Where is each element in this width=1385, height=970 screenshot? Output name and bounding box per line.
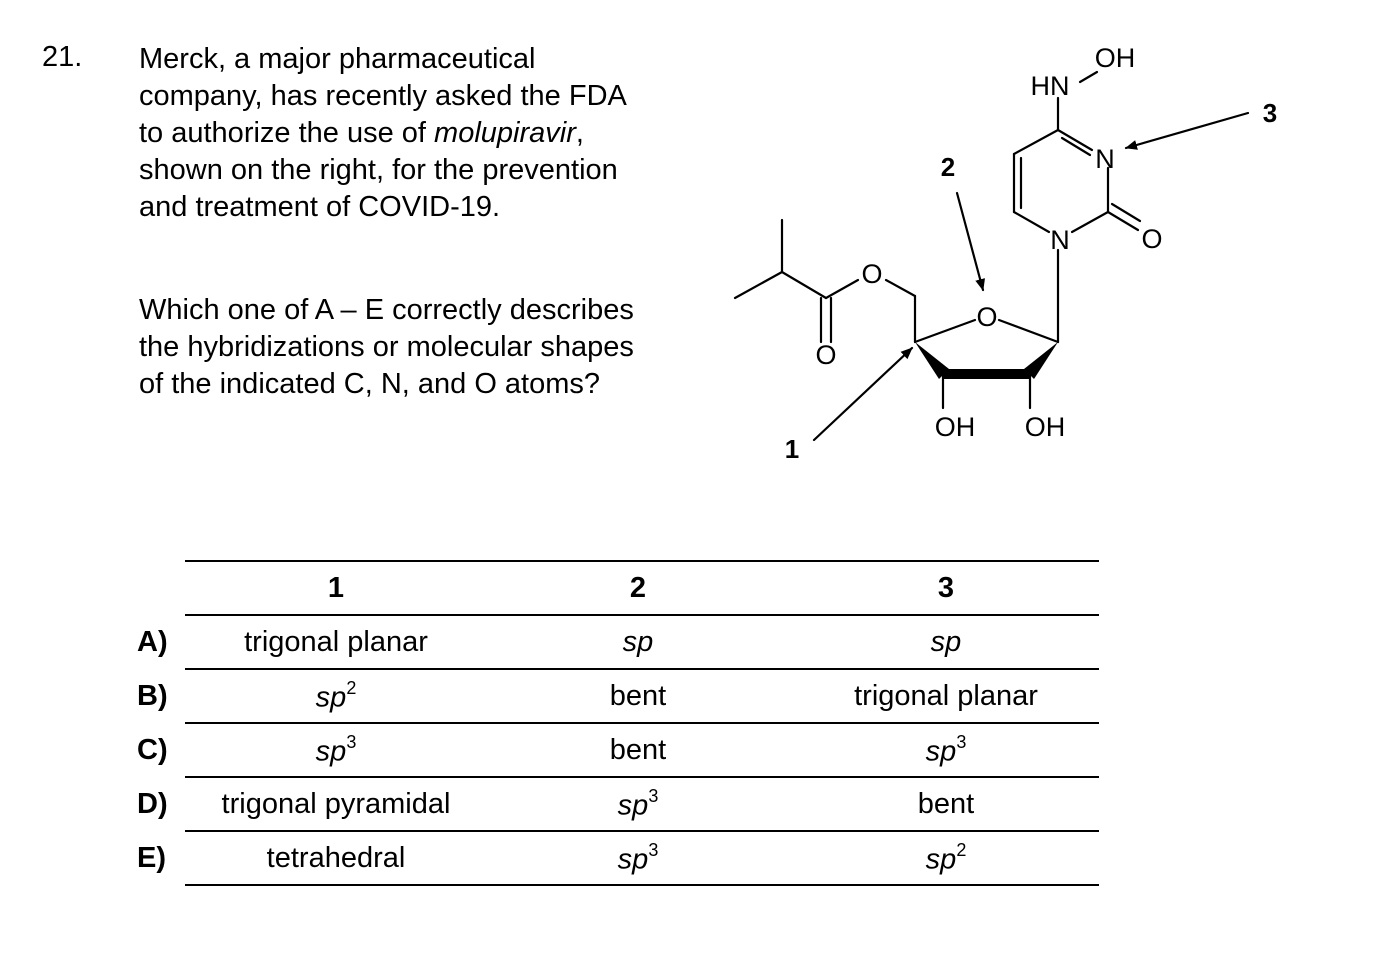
- question-intro: Merck, a major pharmaceutical company, h…: [139, 41, 719, 226]
- table-rule: [185, 884, 1099, 886]
- table-rule: [185, 668, 1099, 670]
- question-number: 21.: [42, 41, 83, 73]
- choice-c-atom-1-sup: 3: [346, 732, 357, 752]
- bonds: [733, 70, 1250, 442]
- atom-oh-top: OH: [1095, 43, 1136, 73]
- intro-line: Merck, a major pharmaceutical: [139, 43, 536, 75]
- marker-3: 3: [1263, 98, 1277, 128]
- choice-b-atom-3: trigonal planar: [854, 680, 1038, 712]
- intro-line: to authorize the use of molupiravir,: [139, 115, 719, 152]
- choice-e-atom-3: sp2: [925, 840, 967, 877]
- marker-2: 2: [941, 152, 955, 182]
- choice-a-atom-1: trigonal planar: [244, 626, 428, 658]
- choice-label-d: D): [137, 788, 168, 820]
- choice-b-atom-1-sup: 2: [346, 678, 357, 698]
- table-rule: [185, 830, 1099, 832]
- wedge-c1: [1024, 342, 1058, 379]
- intro-line: company, has recently asked the FDA: [139, 80, 627, 112]
- prompt-line: Which one of A – E correctly describes: [139, 294, 634, 326]
- choice-c-atom-3: sp3: [925, 732, 967, 769]
- choice-d-atom-1: trigonal pyramidal: [221, 788, 451, 820]
- atom-n3: N: [1095, 144, 1115, 174]
- atom-o-ring: O: [976, 302, 997, 332]
- choice-label-e: E): [137, 842, 166, 874]
- table-rule: [185, 722, 1099, 724]
- prompt-line: of the indicated C, N, and O atoms?: [139, 368, 601, 400]
- wedge-c4: [915, 342, 949, 379]
- choice-d-atom-2: sp3: [617, 786, 659, 823]
- choice-d-atom-2-base: sp: [617, 789, 649, 822]
- choice-e-atom-2-base: sp: [617, 843, 649, 876]
- choice-label-b: B): [137, 680, 168, 712]
- atom-labels: O O O OH OH N N O HN OH: [815, 43, 1162, 442]
- drug-name-punct: ,: [575, 117, 584, 149]
- choice-c-atom-3-sup: 3: [956, 732, 967, 752]
- column-header-2: 2: [629, 572, 647, 604]
- choice-e-atom-3-sup: 2: [956, 840, 967, 860]
- atom-oh-right: OH: [1025, 412, 1066, 442]
- atom-o-ester: O: [861, 259, 882, 289]
- column-header-1: 1: [327, 572, 345, 604]
- intro-line-text: to authorize the use of: [139, 117, 435, 149]
- intro-line: and treatment of COVID-19.: [139, 191, 501, 223]
- choice-c-atom-1-base: sp: [315, 735, 347, 768]
- choice-a-atom-3: sp: [930, 626, 962, 658]
- choice-label-a: A): [137, 626, 168, 658]
- choice-c-atom-3-base: sp: [925, 735, 957, 768]
- choice-a-atom-2: sp: [622, 626, 654, 658]
- drug-name: molupiravir: [434, 117, 576, 149]
- choice-b-atom-1-base: sp: [315, 681, 347, 714]
- marker-1: 1: [785, 434, 799, 464]
- choice-d-atom-2-sup: 3: [648, 786, 659, 806]
- prompt-line: the hybridizations or molecular shapes: [139, 331, 634, 363]
- choice-d-atom-3: bent: [917, 788, 975, 820]
- choice-e-atom-3-base: sp: [925, 843, 957, 876]
- atom-oh-left: OH: [935, 412, 976, 442]
- atom-o-c2: O: [1141, 224, 1162, 254]
- choice-c-atom-2: bent: [609, 734, 667, 766]
- choice-label-c: C): [137, 734, 168, 766]
- table-rule: [185, 776, 1099, 778]
- choice-b-atom-2: bent: [609, 680, 667, 712]
- molupiravir-structure: O O O OH OH N N O HN OH 1 2 3: [733, 43, 1277, 464]
- intro-line: shown on the right, for the prevention: [139, 154, 618, 186]
- column-header-3: 3: [937, 572, 955, 604]
- atom-o-carbonyl: O: [815, 340, 836, 370]
- atom-n1: N: [1050, 225, 1070, 255]
- atom-markers: 1 2 3: [785, 98, 1277, 464]
- atom-hn: HN: [1031, 71, 1070, 101]
- choice-e-atom-2: sp3: [617, 840, 659, 877]
- table-rule: [185, 560, 1099, 562]
- choice-b-atom-1: sp2: [315, 678, 357, 715]
- choice-e-atom-1: tetrahedral: [266, 842, 406, 874]
- choice-c-atom-1: sp3: [315, 732, 357, 769]
- question-prompt: Which one of A – E correctly describes t…: [139, 292, 719, 403]
- table-rule: [185, 614, 1099, 616]
- choice-e-atom-2-sup: 3: [648, 840, 659, 860]
